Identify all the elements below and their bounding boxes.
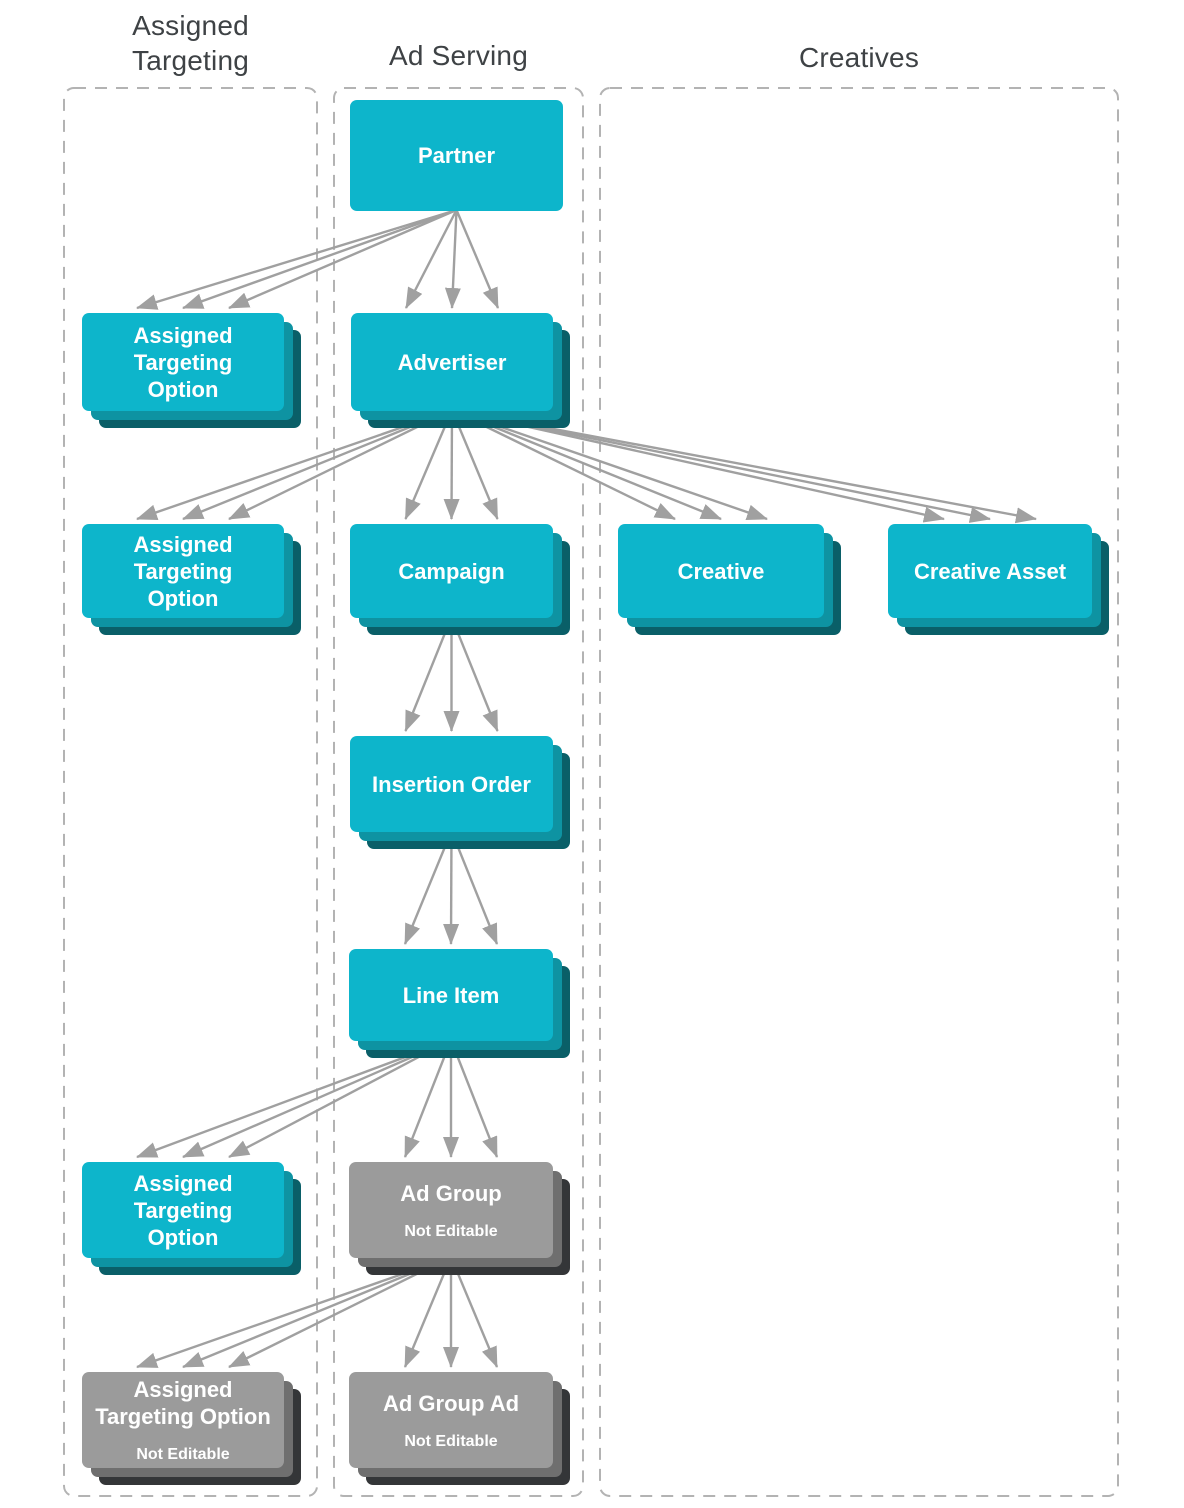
edge-advertiser-to-creative-asset: [451, 408, 1037, 524]
edge-ad-group-to-assigned-targeting-option-4: [228, 1255, 452, 1369]
edge-line-item-to-ad-group: [449, 1039, 499, 1158]
column-outline-assigned-targeting: [63, 87, 318, 1497]
edge-partner-to-assigned-targeting-option-1: [228, 208, 457, 310]
edge-ad-group-to-ad-group-ad: [403, 1256, 453, 1368]
edge-advertiser-to-campaign: [443, 409, 460, 520]
edge-lines: [136, 208, 1037, 1369]
edge-partner-to-assigned-targeting-option-1: [182, 208, 457, 310]
edge-campaign-to-insertion-order: [404, 616, 453, 732]
edge-line-item-to-ad-group: [403, 1039, 453, 1158]
edge-partner-to-advertiser: [404, 209, 458, 309]
edge-advertiser-to-creative: [451, 408, 722, 521]
edge-partner-to-advertiser: [444, 209, 461, 309]
edge-line-item-to-assigned-targeting-option-3: [182, 1038, 452, 1159]
column-title-assigned-targeting: Assigned Targeting: [132, 10, 249, 76]
edge-advertiser-to-assigned-targeting-option-2: [228, 408, 453, 521]
edge-ad-group-to-ad-group-ad: [449, 1256, 499, 1368]
edge-line-item-to-assigned-targeting-option-3: [228, 1038, 452, 1159]
edge-advertiser-to-creative-asset: [451, 408, 945, 523]
edge-partner-to-assigned-targeting-option-1: [136, 208, 457, 310]
edge-line-item-to-assigned-targeting-option-3: [136, 1038, 452, 1159]
column-outline-creatives: [599, 87, 1119, 1497]
edge-advertiser-to-creative: [451, 408, 768, 521]
edge-advertiser-to-creative: [451, 408, 676, 521]
column-outlines: [63, 87, 1119, 1497]
edge-partner-to-advertiser: [455, 209, 500, 309]
edge-campaign-to-insertion-order: [450, 616, 499, 732]
edge-insertion-order-to-line-item: [443, 830, 460, 945]
edge-ad-group-to-assigned-targeting-option-4: [136, 1255, 452, 1369]
edge-advertiser-to-campaign: [404, 409, 454, 520]
edge-ad-group-to-assigned-targeting-option-4: [182, 1255, 452, 1369]
edge-advertiser-to-assigned-targeting-option-2: [182, 408, 453, 521]
column-title-ad-serving: Ad Serving: [389, 40, 528, 71]
edge-advertiser-to-creative-asset: [451, 408, 991, 523]
edge-advertiser-to-campaign: [450, 409, 499, 520]
edge-insertion-order-to-line-item: [450, 830, 499, 945]
edge-insertion-order-to-line-item: [403, 830, 453, 945]
column-title-creatives: Creatives: [798, 42, 920, 73]
column-outline-ad-serving: [333, 87, 584, 1497]
edge-advertiser-to-assigned-targeting-option-2: [136, 408, 453, 521]
